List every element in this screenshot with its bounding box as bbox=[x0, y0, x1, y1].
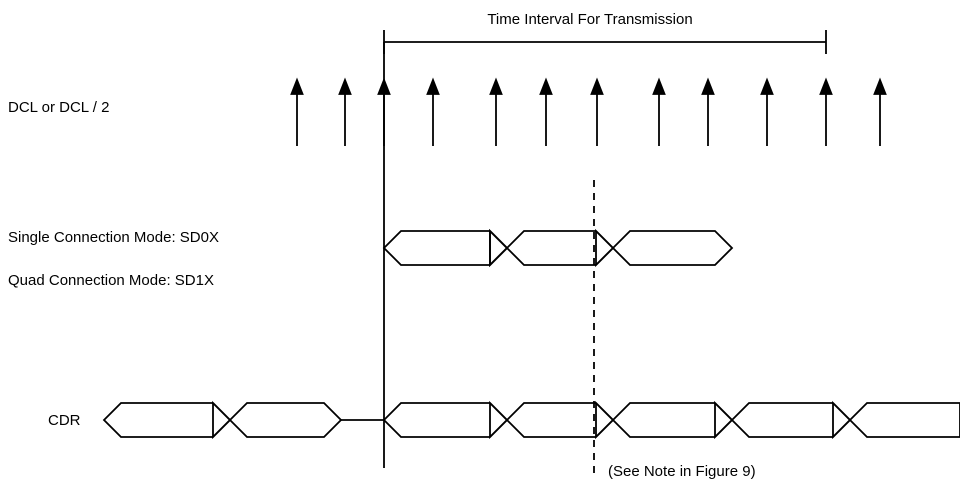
figure-note: (See Note in Figure 9) bbox=[608, 463, 756, 480]
transmission-interval-label: Time Interval For Transmission bbox=[487, 11, 692, 28]
clock-edge-arrow bbox=[652, 77, 666, 146]
clock-edge-arrow bbox=[290, 77, 304, 146]
clock-edge-arrow bbox=[873, 77, 887, 146]
clock-edge-arrow bbox=[590, 77, 604, 146]
cdr-data-cell bbox=[212, 400, 343, 440]
clock-edge-arrow bbox=[338, 77, 352, 146]
cdr-signal-label: CDR bbox=[48, 412, 81, 429]
clock-edge-arrow bbox=[489, 77, 503, 146]
sd-data-cell bbox=[382, 230, 509, 266]
cdr-data-bus bbox=[102, 400, 960, 440]
clock-edge-arrow bbox=[539, 77, 553, 146]
single-connection-mode-label: Single Connection Mode: SD0X bbox=[8, 229, 219, 246]
clock-edge-arrow bbox=[819, 77, 833, 146]
sd-data-cell bbox=[489, 228, 509, 268]
cdr-data-cell bbox=[595, 400, 734, 440]
clock-edge-arrow bbox=[426, 77, 440, 146]
clock-edge-arrow bbox=[760, 77, 774, 146]
cdr-data-cell bbox=[832, 400, 960, 440]
clock-signal-label: DCL or DCL / 2 bbox=[8, 99, 109, 116]
transmission-interval-bracket bbox=[383, 30, 827, 54]
clock-edges bbox=[290, 77, 887, 146]
cdr-data-cell bbox=[714, 400, 852, 440]
cdr-data-cell bbox=[102, 402, 232, 438]
quad-connection-mode-label: Quad Connection Mode: SD1X bbox=[8, 272, 214, 289]
sd-data-bus bbox=[382, 228, 734, 268]
cdr-data-cell bbox=[382, 402, 509, 438]
clock-edge-arrow bbox=[701, 77, 715, 146]
sd-data-cell bbox=[595, 228, 734, 268]
